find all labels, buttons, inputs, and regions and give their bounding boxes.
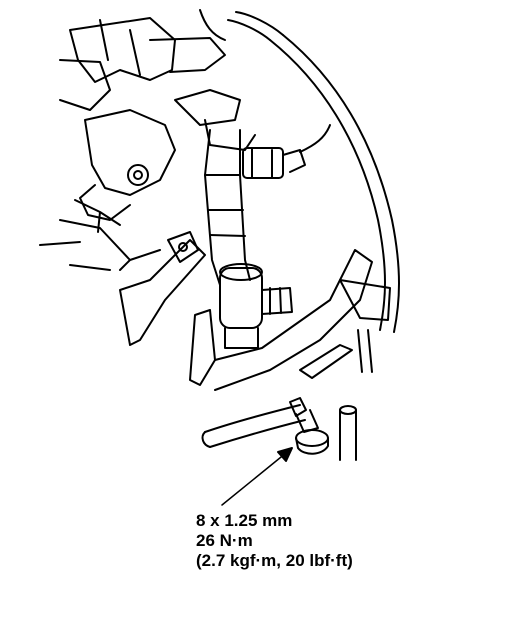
engine-bracket (39, 9, 256, 271)
torque-spec-callout: 8 x 1.25 mm 26 N·m (2.7 kgf·m, 20 lbf·ft… (196, 511, 353, 571)
flange-bolt (289, 397, 329, 455)
callout-leader (221, 447, 293, 506)
mounting-bracket (119, 239, 391, 391)
electrical-connector (242, 124, 331, 179)
torque-alt-label: (2.7 kgf·m, 20 lbf·ft) (196, 551, 353, 570)
solenoid-valve (167, 129, 293, 349)
vacuum-hose (227, 11, 400, 333)
torque-nm-label: 26 N·m (196, 531, 253, 550)
bolt-size-label: 8 x 1.25 mm (196, 511, 293, 530)
